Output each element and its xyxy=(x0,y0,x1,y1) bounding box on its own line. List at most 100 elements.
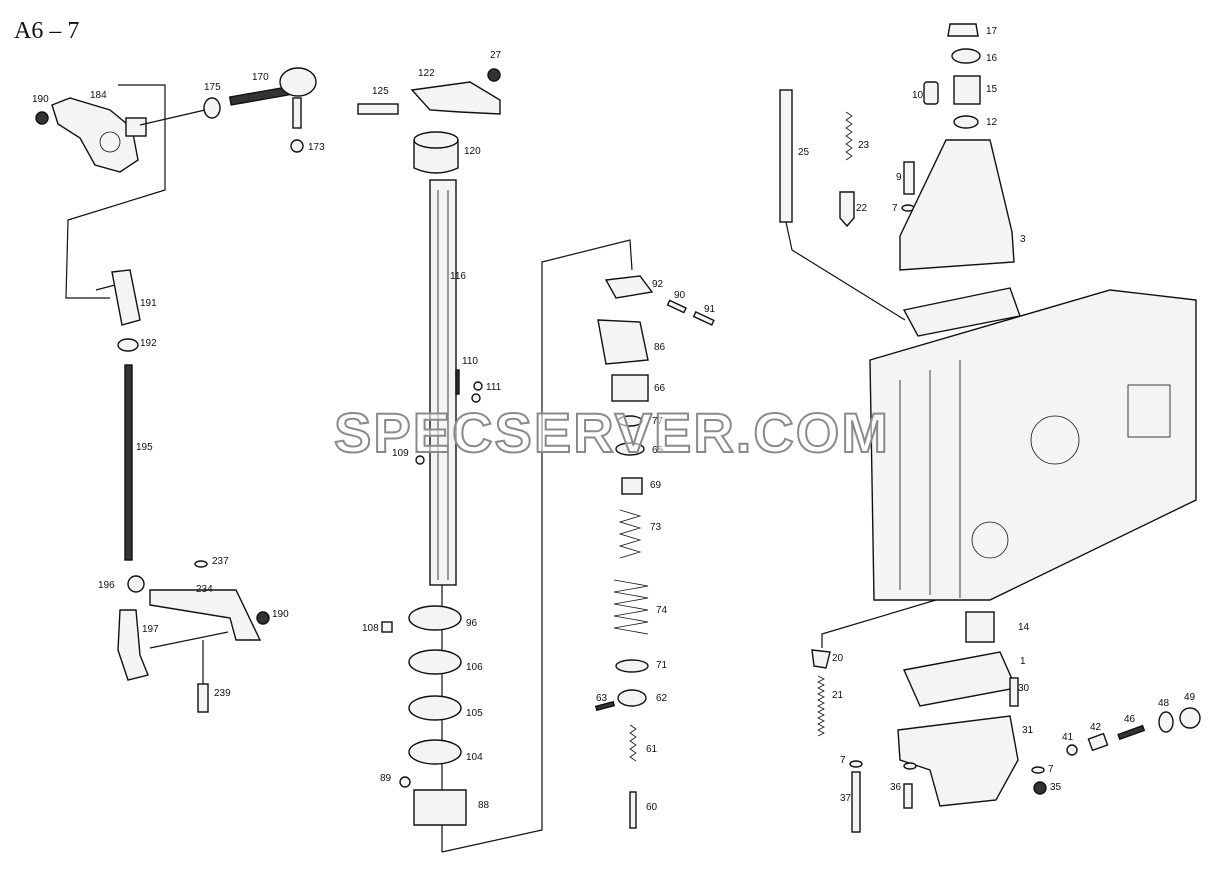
ball-111b xyxy=(471,393,481,403)
bushing-15 xyxy=(953,75,981,105)
part-label-62: 62 xyxy=(656,693,668,704)
bolt-239 xyxy=(197,683,209,713)
part-label-35: 35 xyxy=(1050,782,1062,793)
part-label-27: 27 xyxy=(490,50,502,61)
part-label-22: 22 xyxy=(856,203,868,214)
bolt-125 xyxy=(357,103,399,115)
fork-86 xyxy=(597,319,649,365)
pin-60 xyxy=(629,791,637,829)
bolt-37 xyxy=(851,771,861,833)
nut-190-top xyxy=(35,111,49,125)
washer-175 xyxy=(203,97,221,119)
gasket-1 xyxy=(903,651,1017,707)
bolt-9 xyxy=(903,161,915,195)
part-label-170: 170 xyxy=(252,72,269,83)
part-label-191: 191 xyxy=(140,298,157,309)
part-label-109: 109 xyxy=(392,448,409,459)
part-label-110: 110 xyxy=(462,356,478,367)
ring-16 xyxy=(951,48,981,64)
bushing-120 xyxy=(413,139,459,174)
part-label-192: 192 xyxy=(140,338,157,349)
part-label-60: 60 xyxy=(646,802,658,813)
spring-21 xyxy=(817,675,825,737)
part-label-173: 173 xyxy=(308,142,325,153)
part-label-65: 65 xyxy=(652,445,664,456)
page-code: A6 – 7 xyxy=(14,18,79,44)
part-label-20: 20 xyxy=(832,653,844,664)
ring-62 xyxy=(617,689,647,707)
spring-61 xyxy=(629,724,637,762)
stud-30 xyxy=(1009,677,1019,707)
spring-73 xyxy=(618,509,642,559)
ring-12 xyxy=(953,115,979,129)
ring-48 xyxy=(1158,711,1174,733)
plate-boss xyxy=(125,117,147,137)
part-label-116: 116 xyxy=(450,271,466,282)
nut-173 xyxy=(290,139,304,153)
part-label-197: 197 xyxy=(142,624,159,635)
spring-74 xyxy=(613,579,649,635)
part-label-41: 41 xyxy=(1062,732,1074,743)
rod-end-191 xyxy=(111,269,141,326)
part-label-36: 36 xyxy=(890,782,902,793)
part-label-122: 122 xyxy=(418,68,435,79)
plug-20 xyxy=(811,649,831,669)
plug-49 xyxy=(1179,707,1201,729)
part-label-9: 9 xyxy=(896,172,902,183)
watermark: SPECSERVER.COM xyxy=(334,401,890,464)
part-label-7: 7 xyxy=(892,203,898,214)
ball-109 xyxy=(415,455,425,465)
gearbox-housing xyxy=(869,289,1197,601)
part-label-175: 175 xyxy=(204,82,221,93)
part-label-71: 71 xyxy=(656,660,668,671)
ring-17 xyxy=(947,23,979,37)
cup-69 xyxy=(621,477,643,495)
part-label-1: 1 xyxy=(1020,656,1026,667)
part-label-106: 106 xyxy=(466,662,483,673)
ball-111a xyxy=(473,381,483,391)
part-label-30: 30 xyxy=(1018,683,1030,694)
part-label-42: 42 xyxy=(1090,722,1102,733)
part-label-66: 66 xyxy=(654,383,666,394)
pin-91 xyxy=(692,311,715,326)
part-label-3: 3 xyxy=(1020,234,1026,245)
part-label-21: 21 xyxy=(832,690,844,701)
part-label-86: 86 xyxy=(654,342,666,353)
housing-31 xyxy=(897,715,1019,807)
part-108 xyxy=(381,621,393,633)
shift-shaft-group xyxy=(357,68,633,853)
housing-group xyxy=(779,23,1201,833)
part-42 xyxy=(1087,732,1109,752)
housing-bore-2 xyxy=(971,521,1009,559)
part-label-237: 237 xyxy=(212,556,229,567)
part-label-91: 91 xyxy=(704,304,716,315)
bolt-36 xyxy=(903,783,913,809)
part-label-7: 7 xyxy=(1048,764,1054,775)
part-label-16: 16 xyxy=(986,53,998,64)
part-label-92: 92 xyxy=(652,279,664,290)
plate-hole xyxy=(99,131,121,153)
cam-104 xyxy=(408,739,462,765)
part-label-61: 61 xyxy=(646,744,658,755)
cover-3 xyxy=(899,139,1015,271)
cam-106 xyxy=(408,649,462,675)
ball-stud xyxy=(292,97,302,129)
part-label-89: 89 xyxy=(380,773,392,784)
washer-7b xyxy=(849,760,863,768)
part-label-23: 23 xyxy=(858,140,870,151)
washer-65 xyxy=(615,442,645,456)
part-label-49: 49 xyxy=(1184,692,1196,703)
part-label-190: 190 xyxy=(32,94,49,105)
nut-35 xyxy=(1033,781,1047,795)
part-label-69: 69 xyxy=(650,480,662,491)
plate-184 xyxy=(51,97,139,173)
part-label-184: 184 xyxy=(90,90,107,101)
left-linkage-group xyxy=(35,67,317,713)
part-label-234: 234 xyxy=(196,584,213,595)
ring-77 xyxy=(617,415,643,427)
pin-90 xyxy=(666,299,687,314)
part-label-12: 12 xyxy=(986,117,998,128)
part-label-73: 73 xyxy=(650,522,662,533)
